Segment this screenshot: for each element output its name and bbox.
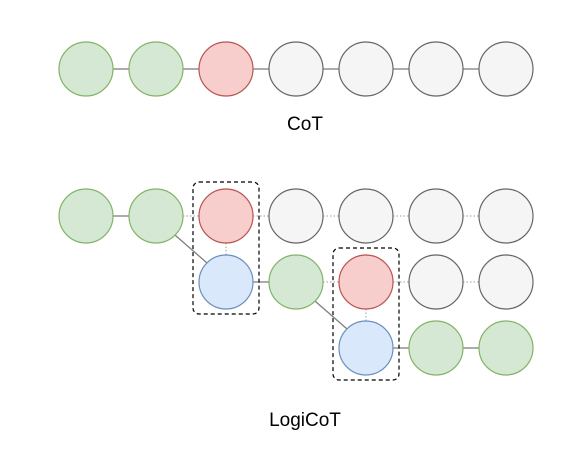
cot-caption: CoT xyxy=(287,114,323,135)
logicot-node-pending xyxy=(478,254,534,310)
cot-node-pending xyxy=(408,41,464,97)
verification-box xyxy=(332,247,400,381)
revision-edge xyxy=(314,300,348,330)
logicot-node-revised xyxy=(338,320,394,376)
logicot-node-pending xyxy=(268,188,324,244)
logicot-node-error xyxy=(338,254,394,310)
logicot-caption: LogiCoT xyxy=(269,410,341,431)
logicot-node-correct xyxy=(478,320,534,376)
node-layer xyxy=(58,41,534,376)
cot-node-correct xyxy=(58,41,114,97)
logicot-node-correct xyxy=(408,320,464,376)
logicot-node-correct xyxy=(58,188,114,244)
logicot-node-pending xyxy=(478,188,534,244)
logicot-node-error xyxy=(198,188,254,244)
cot-node-correct xyxy=(128,41,184,97)
cot-node-pending xyxy=(268,41,324,97)
cot-node-error xyxy=(198,41,254,97)
verification-box-layer xyxy=(192,181,400,381)
cot-node-pending xyxy=(338,41,394,97)
logicot-node-correct xyxy=(128,188,184,244)
verification-box xyxy=(192,181,260,315)
logicot-node-pending xyxy=(408,188,464,244)
revision-edge xyxy=(174,234,208,264)
logicot-node-pending xyxy=(338,188,394,244)
logicot-node-correct xyxy=(268,254,324,310)
logicot-node-revised xyxy=(198,254,254,310)
edge-layer xyxy=(113,68,479,349)
cot-node-pending xyxy=(478,41,534,97)
logicot-node-pending xyxy=(408,254,464,310)
